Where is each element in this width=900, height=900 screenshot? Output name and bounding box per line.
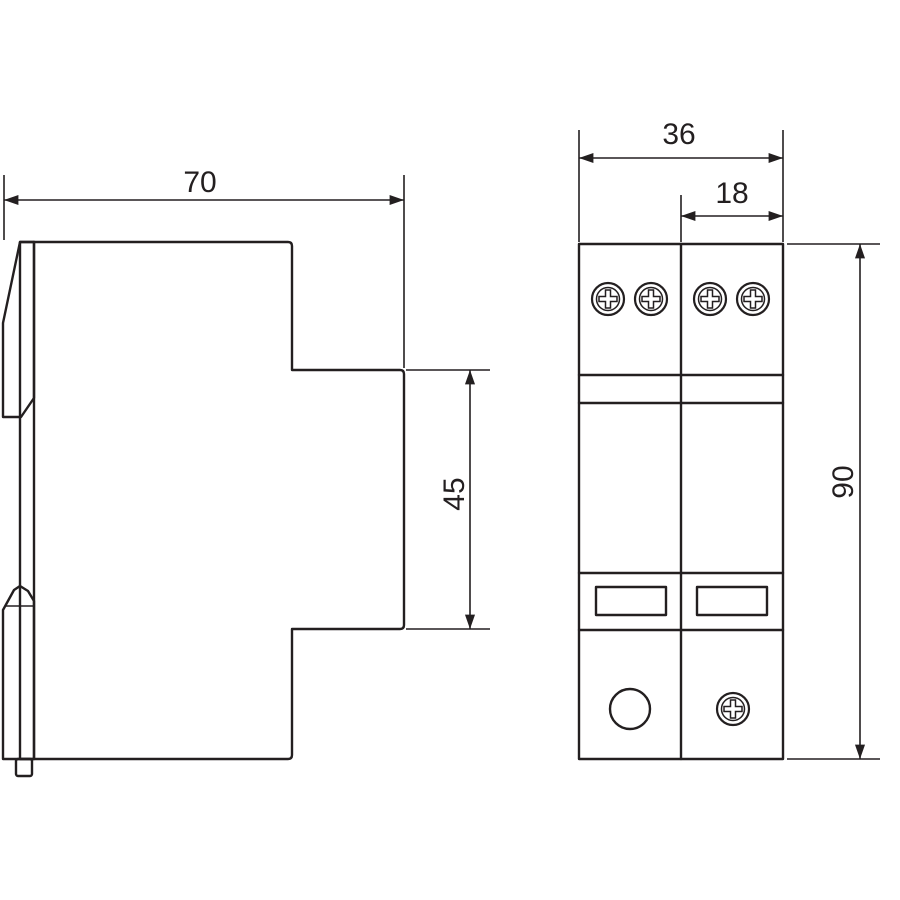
dimension-label: 70 <box>183 166 216 199</box>
side-top-clip <box>1 240 36 419</box>
dimension-front-height: 90 <box>787 243 880 760</box>
side-view <box>1 240 406 778</box>
dimension-label: 18 <box>715 177 748 210</box>
dimension-module-width: 18 <box>680 177 783 242</box>
circle-terminal-icon <box>608 687 652 731</box>
side-foot <box>14 757 34 778</box>
dimension-rail-height: 45 <box>406 369 490 630</box>
status-window-left <box>594 585 668 617</box>
status-window-right <box>695 585 769 617</box>
dimension-front-width: 36 <box>578 118 784 242</box>
terminal-screw-icon <box>735 281 771 317</box>
dimension-label: 90 <box>827 465 860 498</box>
dimension-label: 36 <box>662 118 695 151</box>
side-bottom-clip <box>1 584 36 761</box>
terminal-screw-icon <box>633 281 669 317</box>
terminal-screw-icon <box>715 691 751 727</box>
terminal-screw-icon <box>590 281 626 317</box>
terminal-screw-icon <box>692 281 728 317</box>
side-body-outline <box>18 240 406 761</box>
dimension-side-width: 70 <box>3 166 405 368</box>
front-view <box>577 242 785 761</box>
dimension-label: 45 <box>438 477 471 510</box>
